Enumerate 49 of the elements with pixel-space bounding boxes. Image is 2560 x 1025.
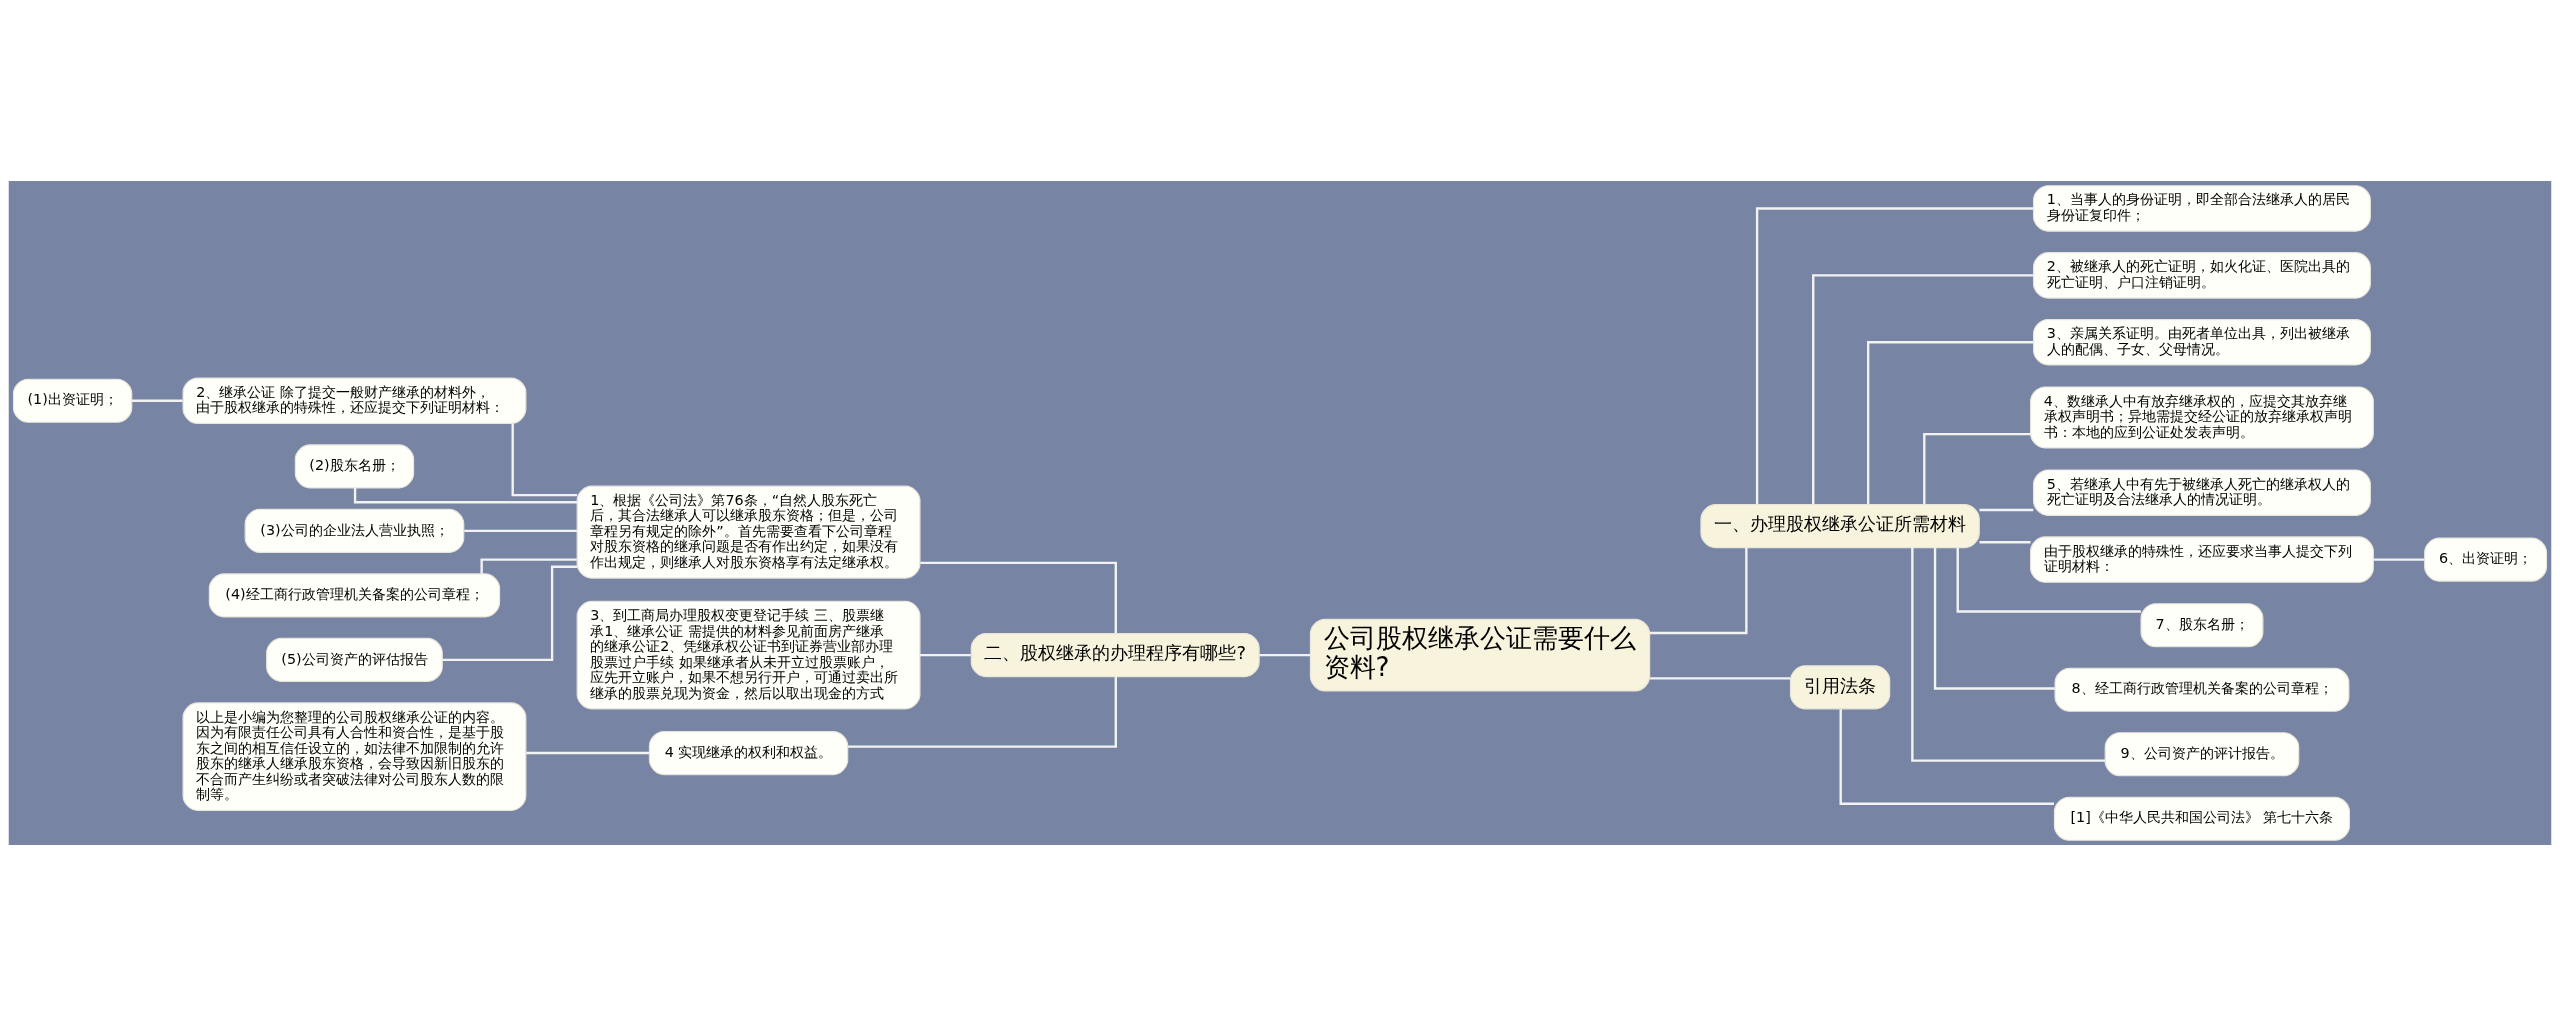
connector bbox=[1923, 432, 2031, 504]
node-box: (4)经工商行政管理机关备案的公司章程； bbox=[208, 572, 501, 617]
node-box: 3、到工商局办理股权变更登记手续 三、股票继承1、继承公证 需提供的材料参见前面房产继承的继承公证2、凭继承权公证书到证券营业部办理股票过户手续 如果继承者从未开立过股票账户，应先开立账户，如果不想另行开户，可通过卖出所继承的股票兑现为资金，然后以取出现金的方式 bbox=[576, 600, 921, 709]
connector bbox=[132, 399, 183, 402]
connector bbox=[1979, 508, 2034, 511]
connector bbox=[847, 676, 1117, 748]
node-box: 7、股东名册； bbox=[2140, 602, 2264, 647]
node-box: [1]《中华人民共和国公司法》 第七十六条 bbox=[2053, 796, 2351, 841]
connector bbox=[511, 423, 578, 496]
connector bbox=[1839, 708, 2054, 805]
node-box: (3)公司的企业法人营业执照； bbox=[244, 508, 465, 553]
node-box: 4、数继承人中有放弃继承权的，应提交其放弃继承权声明书；异地需提交经公证的放弃继承权声明书：本地的应到公证处发表声明。 bbox=[2030, 385, 2374, 448]
node-box: 二、股权继承的办理程序有哪些? bbox=[970, 632, 1260, 677]
node-box: 由于股权继承的特殊性，还应要求当事人提交下列证明材料： bbox=[2030, 535, 2374, 583]
connector bbox=[526, 751, 650, 754]
connector bbox=[1956, 547, 2141, 613]
node-box: 2、被继承人的死亡证明，如火化证、医院出具的死亡证明、户口注销证明。 bbox=[2032, 251, 2371, 299]
connector bbox=[2373, 557, 2425, 561]
connector bbox=[1866, 340, 2034, 504]
node-box: 1、根据《公司法》第76条，“自然人股东死亡后，其合法继承人可以继承股东资格；但是，公司章程另有规定的除外”。首先需要查看下公司章程对股东资格的继承问题是否有作出约定，如果没有作出规定，则继承人对股东资格享有法定继承权。 bbox=[576, 485, 921, 579]
connector bbox=[480, 557, 577, 574]
node-box: 以上是小编为您整理的公司股权继承公证的内容。因为有限责任公司具有人合性和资合性，是基于股东之间的相互信任设立的，如法律不加限制的允许股东的继承人继承股东资格，会导致因新旧股东的不合而产生纠纷或者突破法律对公司股东人数的限制等。 bbox=[182, 701, 527, 811]
connector bbox=[464, 529, 577, 532]
connector bbox=[1812, 273, 2034, 504]
connector bbox=[920, 653, 971, 656]
node-box: 4 实现继承的权利和权益。 bbox=[648, 730, 849, 775]
node-box: 一、办理股权继承公证所需材料 bbox=[1700, 503, 1980, 548]
connector bbox=[1649, 547, 1748, 634]
node-box: 引用法条 bbox=[1789, 664, 1891, 709]
connector bbox=[1933, 547, 2055, 690]
connector bbox=[442, 565, 577, 661]
node-box: (1)出资证明； bbox=[12, 378, 133, 423]
connector bbox=[1979, 540, 2031, 543]
node-box: 1、当事人的身份证明，即全部合法继承人的居民身份证复印件； bbox=[2032, 184, 2371, 232]
node-box: 2、继承公证 除了提交一般财产继承的材料外，由于股权继承的特殊性，还应提交下列证明材料： bbox=[182, 376, 527, 424]
connector bbox=[1911, 547, 2106, 762]
node-box: 6、出资证明； bbox=[2424, 537, 2548, 582]
connector bbox=[1650, 676, 1791, 680]
connector bbox=[1259, 653, 1311, 656]
node-box: 3、亲属关系证明。由死者单位出具，列出被继承人的配偶、子女、父母情况。 bbox=[2032, 318, 2371, 365]
connector bbox=[353, 487, 578, 503]
node-box: (5)公司资产的评估报告 bbox=[266, 637, 443, 682]
node-box: (2)股东名册； bbox=[294, 443, 415, 488]
node-box: 公司股权继承公证需要什么资料? bbox=[1309, 618, 1651, 692]
node-box: 5、若继承人中有先于被继承人死亡的继承权人的死亡证明及合法继承人的情况证明。 bbox=[2032, 468, 2371, 516]
connector bbox=[920, 561, 1117, 633]
node-box: 9、公司资产的评计报告。 bbox=[2104, 731, 2300, 776]
connector bbox=[1755, 206, 2034, 504]
node-box: 8、经工商行政管理机关备案的公司章程； bbox=[2054, 667, 2350, 712]
